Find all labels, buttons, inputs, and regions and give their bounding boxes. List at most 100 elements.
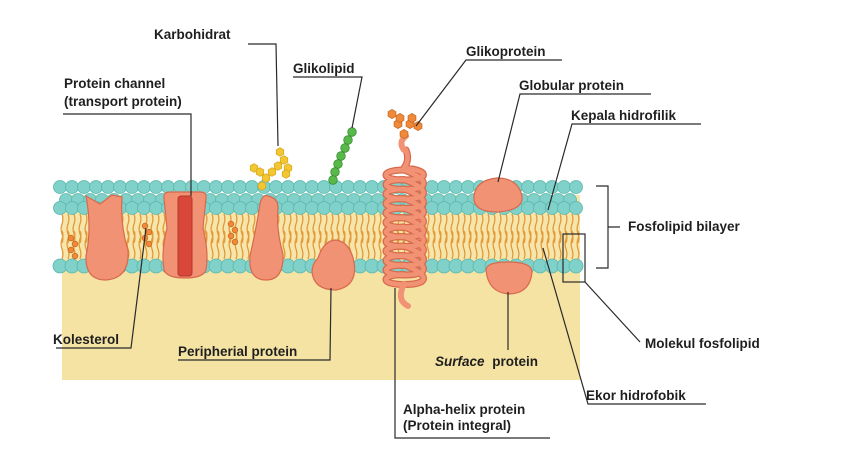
glycolipid-sugar: [330, 167, 340, 177]
phospholipid-head: [425, 201, 439, 215]
phospholipid-head: [569, 201, 583, 215]
phospholipid-head: [53, 201, 67, 215]
hydrophobic-tail: [498, 230, 502, 260]
phospholipid-highlight-box: [562, 233, 586, 283]
surface-protein: [485, 261, 533, 295]
hydrophobic-tail: [132, 230, 136, 260]
hydrophobic-tail: [216, 230, 220, 260]
hydrophobic-tail: [540, 230, 544, 260]
hydrophobic-tail: [240, 213, 244, 244]
glycoprotein-sugar: [413, 121, 423, 131]
glycolipid-sugar: [328, 175, 338, 185]
label-surface-rest: protein: [492, 354, 538, 369]
label-protein-integral: (Protein integral): [403, 418, 511, 433]
label-surface-protein: Surface protein: [435, 354, 538, 369]
label-glikolipid: Glikolipid: [293, 61, 355, 76]
hydrophobic-tail: [210, 230, 214, 260]
hydrophobic-tail: [222, 213, 226, 244]
phospholipid-head: [137, 201, 151, 215]
hydrophobic-tail: [318, 213, 322, 244]
phospholipid-head: [149, 180, 163, 194]
cholesterol-ring: [145, 240, 153, 248]
carbohydrate-sugar: [281, 169, 291, 179]
cholesterol-ring: [71, 252, 79, 260]
hydrophobic-tail: [312, 230, 316, 260]
label-molekul-fosfolipid: Molekul fosfolipid: [645, 336, 760, 351]
hydrophobic-tail: [426, 213, 430, 244]
hydrophobic-tail: [78, 230, 82, 260]
hydrophobic-tail: [378, 213, 382, 244]
phospholipid-head: [245, 180, 259, 194]
phospholipid-head: [281, 201, 295, 215]
phospholipid-head: [317, 201, 331, 215]
label-alpha-helix: Alpha-helix protein: [403, 402, 525, 417]
hydrophobic-tail: [324, 213, 328, 244]
hydrophobic-tail: [288, 230, 292, 260]
hydrophobic-tail: [306, 230, 310, 260]
phospholipid-head: [233, 180, 247, 194]
phospholipid-head: [545, 201, 559, 215]
phospholipid-head: [113, 180, 127, 194]
phospholipid-head: [437, 180, 451, 194]
hydrophobic-tail: [450, 213, 454, 244]
phospholipid-head: [209, 180, 223, 194]
hydrophobic-tail: [138, 213, 142, 244]
hydrophobic-tail: [246, 213, 250, 244]
phospholipid-head: [305, 201, 319, 215]
hydrophobic-tail: [558, 230, 562, 260]
phospholipid-head: [557, 180, 571, 194]
hydrophobic-tail: [516, 213, 520, 244]
hydrophobic-tail: [480, 230, 484, 260]
hydrophobic-tail: [150, 213, 154, 244]
label-fosfolipid-bilayer: Fosfolipid bilayer: [628, 219, 741, 234]
phospholipid-head: [269, 180, 283, 194]
hydrophobic-tail: [432, 213, 436, 244]
hydrophobic-tail: [156, 230, 160, 260]
hydrophobic-tail: [360, 230, 364, 260]
hydrophobic-tail: [144, 230, 148, 260]
hydrophobic-tail: [246, 230, 250, 260]
hydrophobic-tail: [504, 230, 508, 260]
hydrophobic-tail: [516, 230, 520, 260]
hydrophobic-tail: [480, 213, 484, 244]
hydrophobic-tail: [534, 230, 538, 260]
carbohydrate-sugar: [249, 163, 259, 173]
hydrophobic-tail: [366, 230, 370, 260]
phospholipid-head: [233, 201, 247, 215]
phospholipid-head: [557, 201, 571, 215]
hydrophobic-tail: [222, 230, 226, 260]
phospholipid-head: [365, 180, 379, 194]
hydrophobic-tail: [288, 213, 292, 244]
hydrophobic-tail: [552, 213, 556, 244]
hydrophobic-tail: [570, 213, 574, 244]
label-kepala-hidrofilik: Kepala hidrofilik: [571, 108, 677, 123]
carbohydrate-sugar: [261, 173, 271, 183]
carbohydrate-sugar: [255, 167, 265, 177]
hydrophobic-tail: [78, 213, 82, 244]
hydrophobic-tail: [450, 230, 454, 260]
hydrophobic-tail: [510, 213, 514, 244]
globular-protein-leader: [497, 93, 651, 183]
hydrophobic-tail: [156, 213, 160, 244]
cholesterol-ring: [227, 220, 235, 228]
glycoprotein-chain: [387, 109, 423, 139]
hydrophobic-tail: [510, 230, 514, 260]
hydrophobic-tail: [204, 213, 208, 244]
karbohidrat-leader: [248, 43, 279, 147]
hydrophobic-tail: [378, 230, 382, 260]
hydrophobic-tail: [444, 230, 448, 260]
label-karbohidrat: Karbohidrat: [154, 27, 231, 42]
glikoprotein-leader: [415, 59, 562, 127]
hydrophobic-tail: [60, 213, 64, 244]
carbohydrate-sugar: [273, 161, 283, 171]
label-protein-channel: Protein channel: [64, 76, 165, 91]
kolesterol-leader: [56, 227, 147, 349]
label-ekor-hidrofobik: Ekor hidrofobik: [586, 388, 686, 403]
label-glikoprotein: Glikoprotein: [466, 44, 546, 59]
phospholipid-head: [341, 180, 355, 194]
cholesterol-ring: [67, 234, 75, 242]
hydrophobic-tail: [486, 213, 490, 244]
hydrophobic-tail: [528, 230, 532, 260]
molekul-fosfolipid-leader: [584, 281, 641, 343]
